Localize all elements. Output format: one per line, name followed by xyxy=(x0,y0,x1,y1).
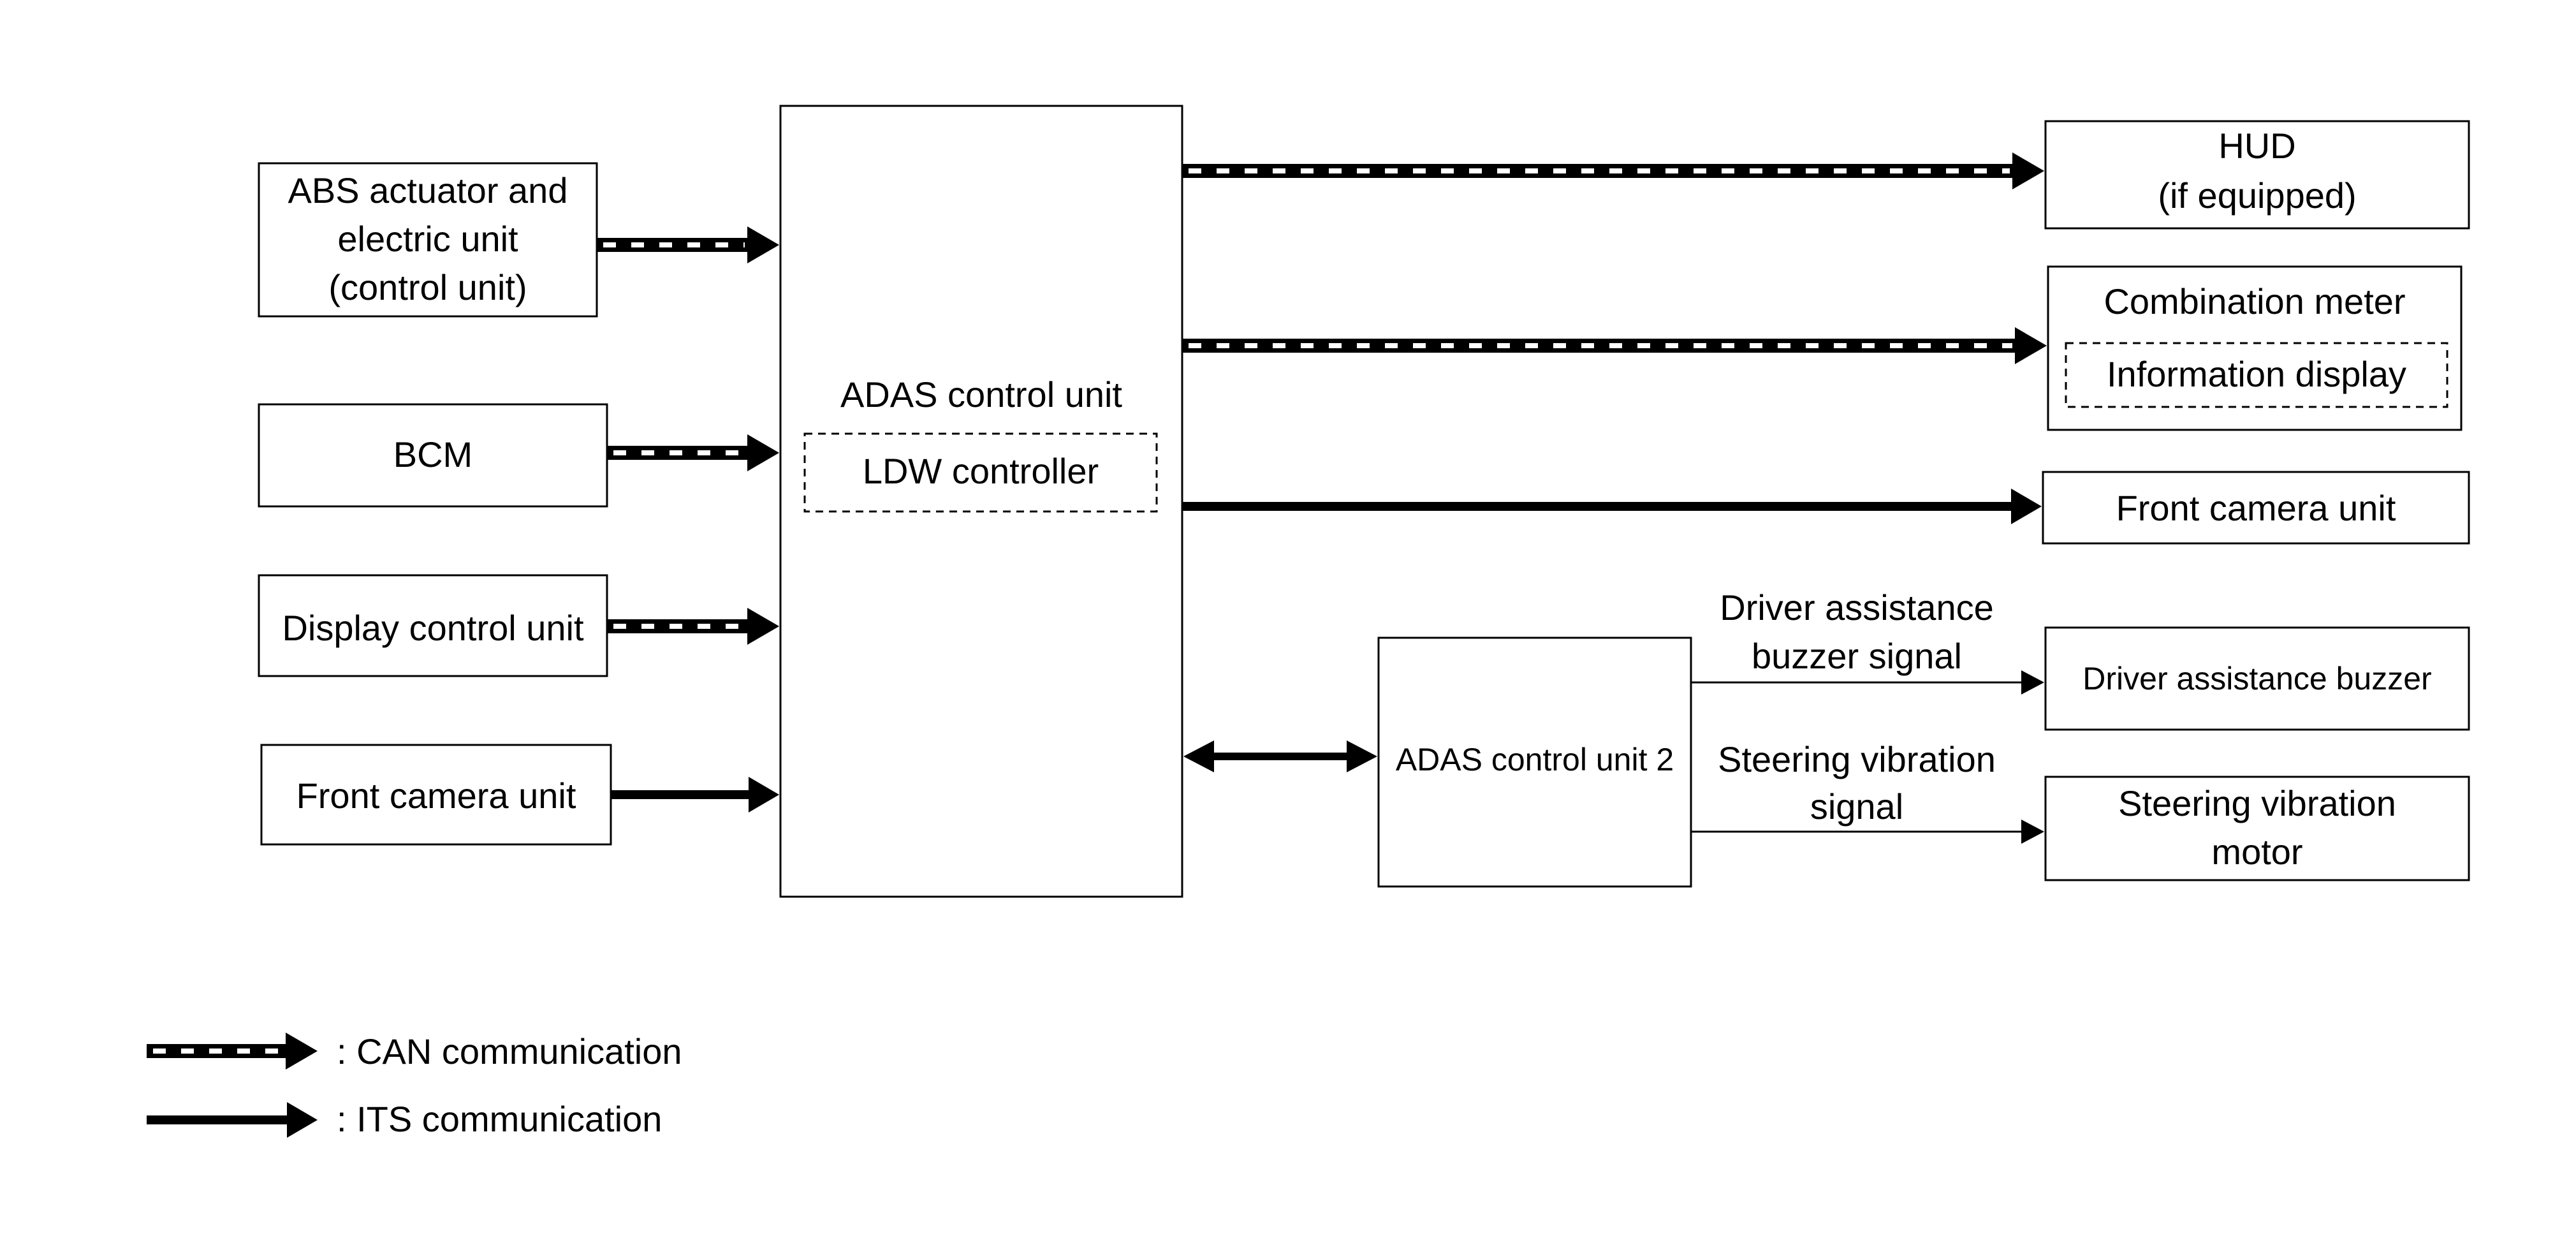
can-arrow-combination-meter-shaft xyxy=(1182,339,2015,353)
adas-control-unit-box: ADAS control unit LDW controller xyxy=(779,105,1183,898)
signal-arrow-steering xyxy=(1691,820,2044,844)
its-arrow-front-camera-in-head xyxy=(749,777,779,813)
bidirectional-arrow-adas2-head-right xyxy=(1347,740,1377,772)
display-control-unit-label: Display control unit xyxy=(282,608,584,648)
its-arrow-front-camera-out-head xyxy=(2011,489,2042,524)
abs-label-line-3: (control unit) xyxy=(328,267,527,307)
legend-its-arrow-shaft xyxy=(147,1115,287,1124)
legend-its-arrow-head xyxy=(287,1102,318,1138)
bidirectional-arrow-adas2-shaft xyxy=(1214,753,1347,760)
steering-signal-label-line-1: Steering vibration xyxy=(1718,739,1996,779)
signal-arrow-buzzer xyxy=(1691,670,2044,695)
bidirectional-arrow-adas2 xyxy=(1183,740,1377,772)
abs-actuator-box: ABS actuator and electric unit (control … xyxy=(258,162,598,318)
steering-motor-label-line-2: motor xyxy=(2211,832,2302,872)
legend-its-label: : ITS communication xyxy=(337,1099,662,1139)
legend-its-arrow xyxy=(147,1102,318,1138)
front-camera-input-label: Front camera unit xyxy=(296,776,576,816)
bidirectional-arrow-adas2-head-left xyxy=(1183,740,1214,772)
signal-arrow-buzzer-head xyxy=(2021,670,2044,695)
signal-arrow-steering-head xyxy=(2021,820,2044,844)
can-arrow-hud-shaft xyxy=(1182,164,2012,178)
can-arrow-bcm xyxy=(607,434,779,471)
information-display-label: Information display xyxy=(2107,354,2406,394)
adas-control-unit-2-label: ADAS control unit 2 xyxy=(1396,742,1674,777)
driver-assistance-buzzer-box: Driver assistance buzzer xyxy=(2044,626,2470,731)
combination-meter-label: Combination meter xyxy=(2104,281,2405,321)
information-display-dashed-box xyxy=(2065,342,2448,408)
driver-assistance-buzzer-label: Driver assistance buzzer xyxy=(2082,661,2431,696)
can-arrow-abs xyxy=(597,226,779,263)
hud-box: HUD (if equipped) xyxy=(2044,120,2470,230)
ldw-controller-dashed-box xyxy=(803,432,1158,513)
abs-label-line-2: electric unit xyxy=(337,219,518,259)
bcm-box: BCM xyxy=(258,403,608,508)
display-control-unit-box: Display control unit xyxy=(258,574,608,677)
its-arrow-front-camera-out xyxy=(1182,489,2042,524)
can-arrow-hud xyxy=(1182,152,2044,189)
can-arrow-abs-head xyxy=(747,226,779,263)
adas-control-unit-2-box: ADAS control unit 2 xyxy=(1377,636,1692,888)
adas-control-unit-label: ADAS control unit xyxy=(840,374,1122,415)
buzzer-signal-label-line-2: buzzer signal xyxy=(1752,636,1962,676)
front-camera-input-box: Front camera unit xyxy=(260,744,612,846)
front-camera-output-label: Front camera unit xyxy=(2116,488,2396,528)
legend: : CAN communication : ITS communication xyxy=(147,1031,682,1139)
combination-meter-box: Combination meter Information display xyxy=(2047,265,2463,431)
legend-can-arrow-head xyxy=(286,1033,318,1070)
can-arrow-display-cu xyxy=(607,608,779,645)
can-arrow-bcm-head xyxy=(747,434,779,471)
can-arrow-combination-meter xyxy=(1182,327,2047,364)
can-arrow-hud-head xyxy=(2012,152,2044,189)
steering-vibration-motor-box: Steering vibration motor xyxy=(2044,776,2470,881)
hud-label-line-2: (if equipped) xyxy=(2158,175,2356,216)
legend-can-label: : CAN communication xyxy=(337,1031,682,1071)
can-arrow-combination-meter-head xyxy=(2015,327,2047,364)
legend-can-arrow xyxy=(147,1033,318,1070)
ldw-controller-label: LDW controller xyxy=(863,451,1099,491)
hud-label-line-1: HUD xyxy=(2218,126,2295,166)
front-camera-output-box: Front camera unit xyxy=(2042,471,2470,545)
legend-marks xyxy=(147,1033,318,1138)
its-arrow-front-camera-out-shaft xyxy=(1182,502,2011,511)
bcm-label: BCM xyxy=(393,434,472,475)
abs-label-line-1: ABS actuator and xyxy=(288,170,568,210)
its-arrow-front-camera-in-shaft xyxy=(611,790,749,799)
buzzer-signal-label-line-1: Driver assistance xyxy=(1720,587,1993,628)
steering-motor-label-line-1: Steering vibration xyxy=(2118,783,2396,823)
steering-signal-label-line-2: signal xyxy=(1810,786,1903,827)
connection-arrows xyxy=(597,152,2047,844)
its-arrow-front-camera-in xyxy=(611,777,779,813)
can-arrow-display-cu-head xyxy=(747,608,779,645)
